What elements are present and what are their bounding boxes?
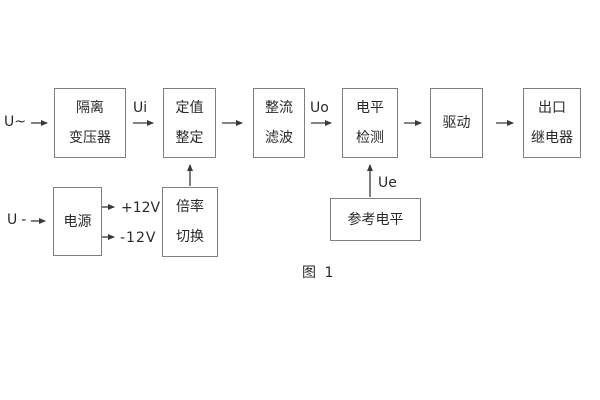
block-output-relay: 出口 继电器 <box>523 88 581 158</box>
block-label: 电源 <box>63 213 92 230</box>
block-label: 驱动 <box>442 115 471 131</box>
label-uo: Uo <box>310 100 329 116</box>
figure-caption: 图 1 <box>302 265 336 281</box>
block-label: 整定 <box>175 130 204 146</box>
block-rectifier-filter: 整流 滤波 <box>253 88 305 158</box>
block-level-detection: 电平 检测 <box>342 88 398 158</box>
label-minus-12v: -12V <box>120 230 157 246</box>
block-label: 参考电平 <box>347 211 404 228</box>
label-input-dc: U- <box>7 212 31 228</box>
block-label: 出口 <box>538 100 566 116</box>
block-label: 定值 <box>175 100 204 116</box>
label-plus-12v: +12V <box>121 200 161 216</box>
label-ui: Ui <box>133 100 148 116</box>
block-label: 继电器 <box>531 130 573 146</box>
block-label: 倍率 <box>176 199 204 215</box>
block-isolation-transformer: 隔离 变压器 <box>54 88 126 158</box>
block-label: 整流 <box>265 100 293 116</box>
block-drive: 驱动 <box>430 88 483 158</box>
label-ue: Ue <box>378 175 397 191</box>
block-label: 变压器 <box>69 130 111 146</box>
block-value-setting: 定值 整定 <box>163 88 216 158</box>
block-label: 隔离 <box>76 100 104 116</box>
block-reference-level: 参考电平 <box>330 198 421 241</box>
block-power-supply: 电源 <box>53 187 102 256</box>
block-ratio-switch: 倍率 切换 <box>162 187 218 257</box>
block-label: 切换 <box>176 229 204 245</box>
block-label: 滤波 <box>265 130 293 146</box>
block-label: 检测 <box>356 130 384 146</box>
block-label: 电平 <box>356 100 384 116</box>
label-input-ac: U~ <box>4 114 26 130</box>
